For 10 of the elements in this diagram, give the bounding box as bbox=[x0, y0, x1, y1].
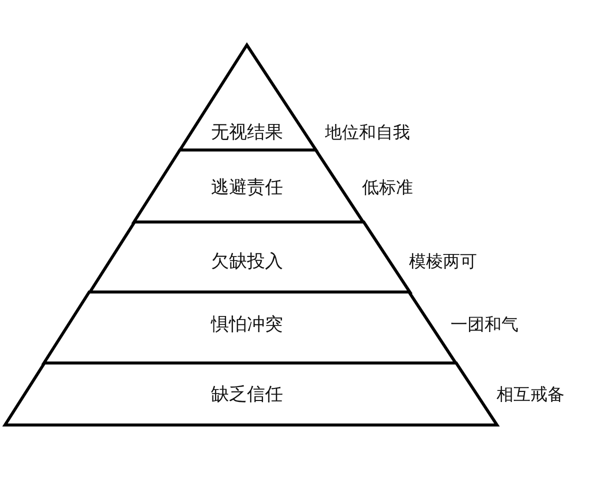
side-note: 地位和自我 bbox=[324, 122, 410, 144]
level-label: 缺乏信任 bbox=[211, 384, 283, 406]
level-label: 欠缺投入 bbox=[210, 251, 283, 273]
side-note: 低标准 bbox=[362, 177, 413, 199]
level-label: 无视结果 bbox=[210, 122, 283, 144]
level-label: 逃避责任 bbox=[210, 177, 283, 199]
side-note: 相互戒备 bbox=[496, 384, 564, 406]
side-note: 模棱两可 bbox=[408, 251, 477, 273]
level-label: 惧怕冲突 bbox=[210, 314, 283, 336]
side-note: 一团和气 bbox=[450, 314, 518, 336]
